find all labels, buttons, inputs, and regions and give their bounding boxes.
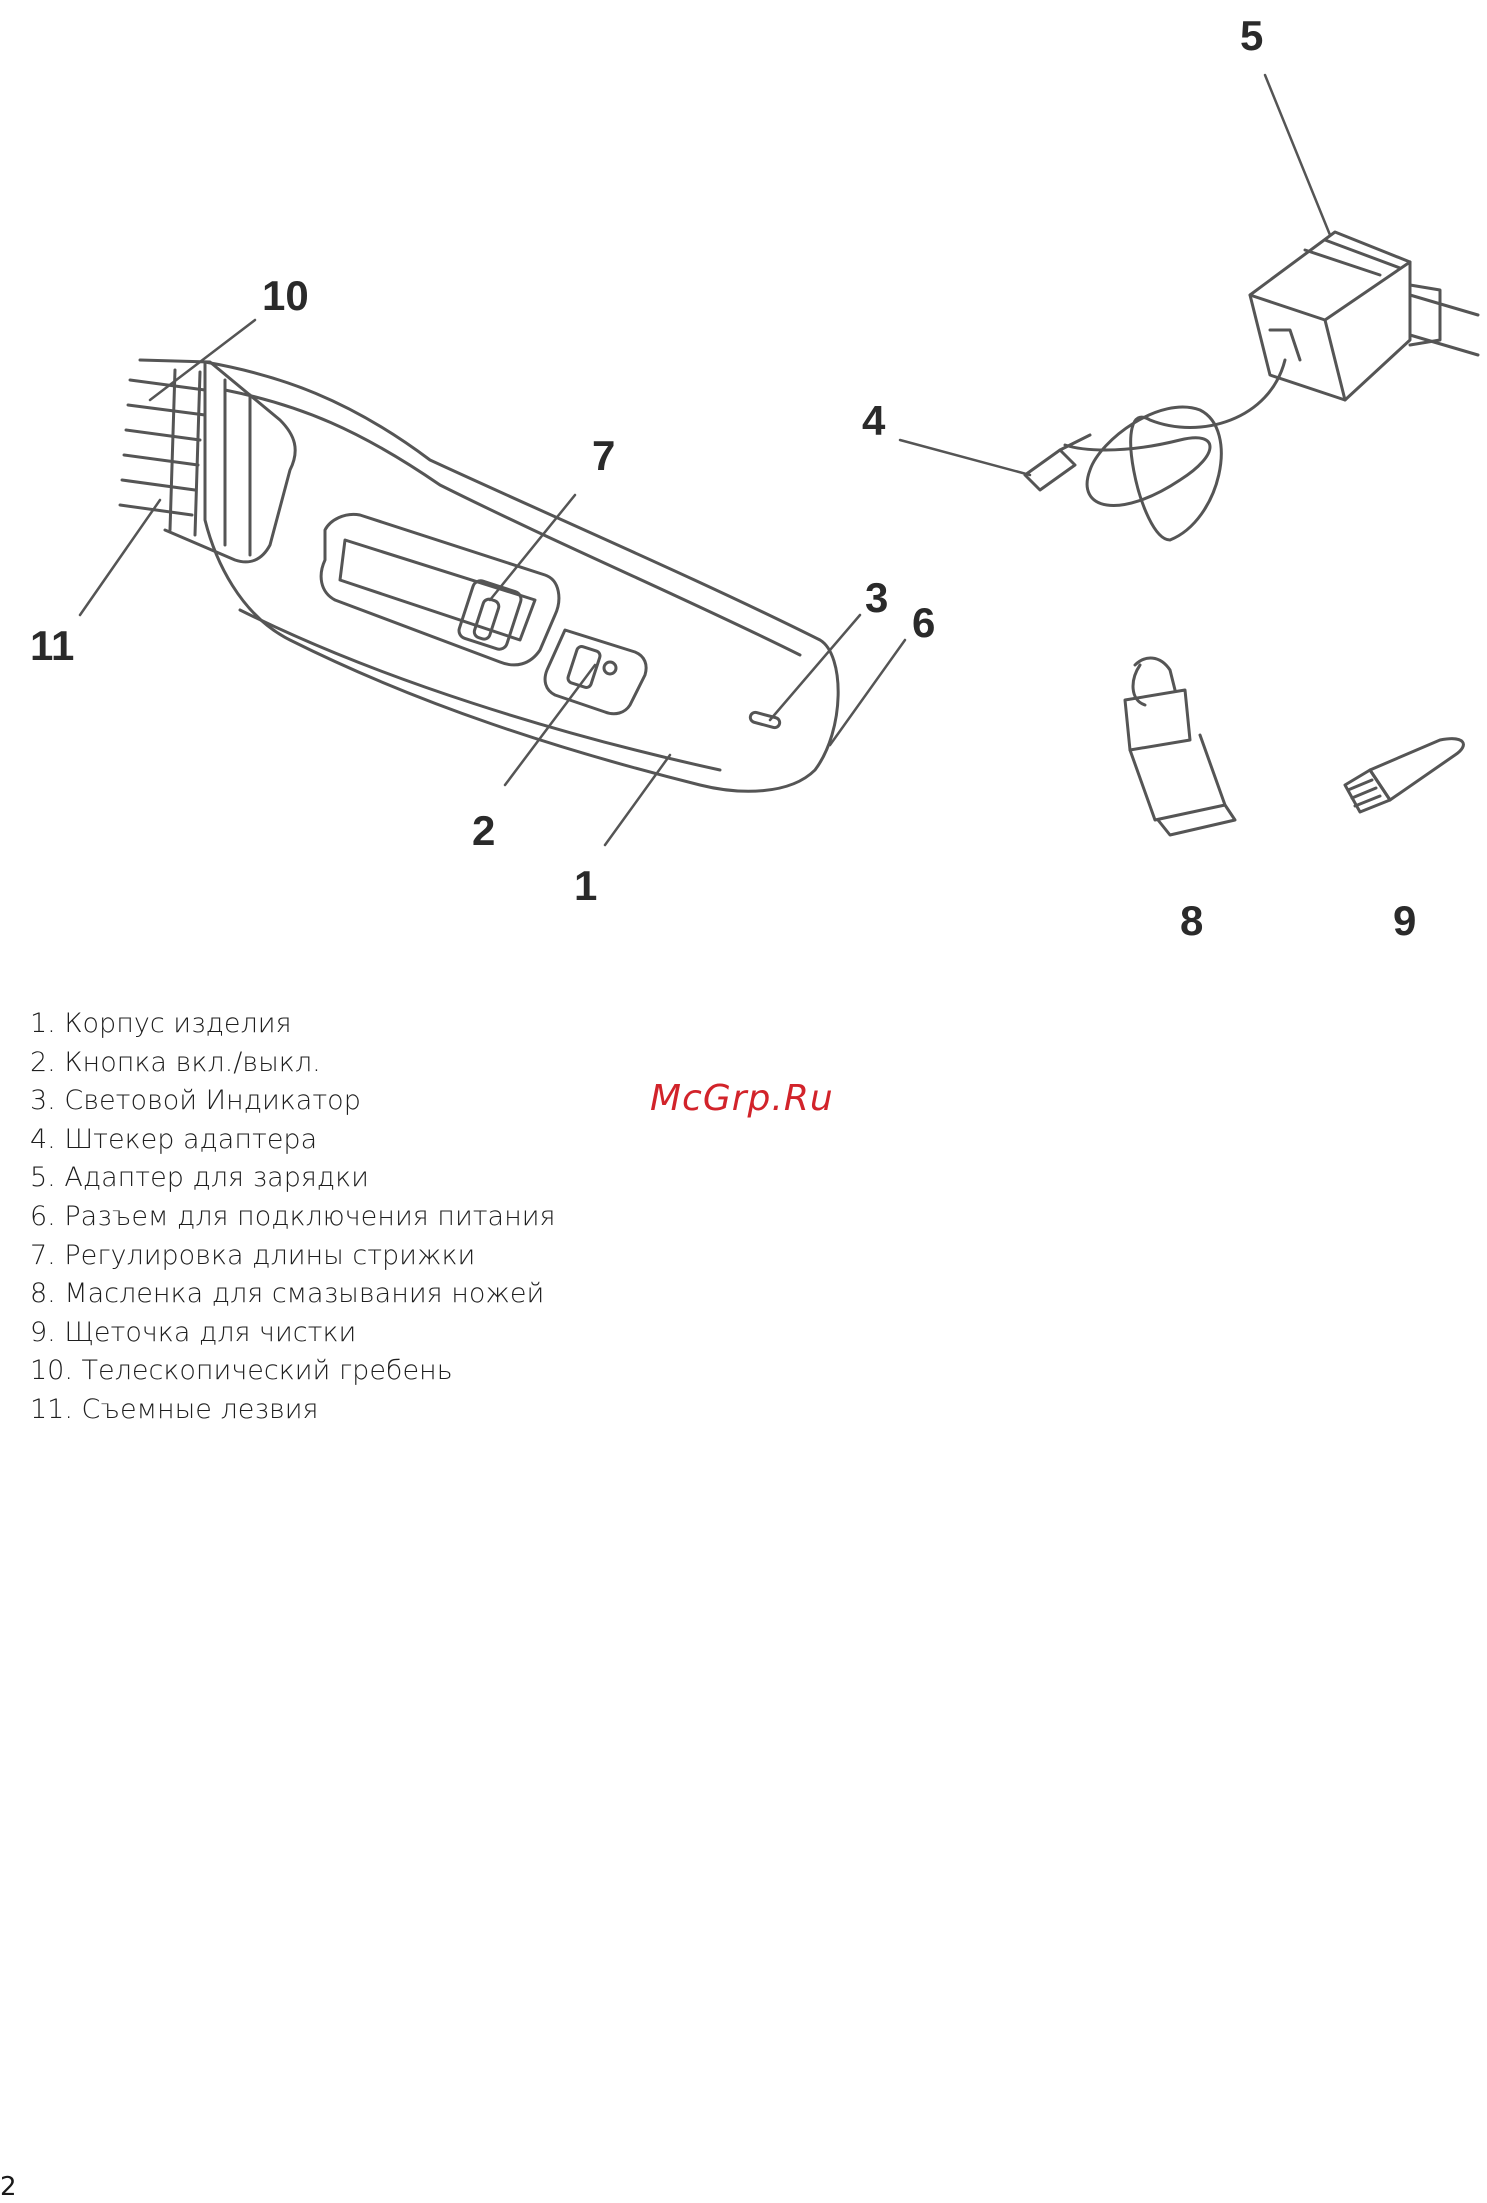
clipper-body-illustration	[203, 360, 840, 793]
list-item: 10. Телескопический гребень	[30, 1355, 453, 1387]
callout-1: 1	[574, 862, 597, 909]
callout-9: 9	[1393, 897, 1416, 944]
callout-6: 6	[912, 599, 935, 646]
list-item: 5. Адаптер для зарядки	[30, 1162, 369, 1194]
list-item: 7. Регулировка длины стрижки	[30, 1239, 476, 1271]
comb-illustration	[118, 358, 297, 564]
callout-2: 2	[472, 807, 495, 854]
adapter-illustration	[1023, 230, 1480, 542]
callout-3: 3	[865, 574, 888, 621]
list-item: 4. Штекер адаптера	[30, 1123, 318, 1155]
callout-7: 7	[592, 432, 615, 479]
list-item: 9. Щеточка для чистки	[30, 1316, 357, 1348]
callout-8: 8	[1180, 897, 1203, 944]
callout-4: 4	[862, 397, 886, 444]
brush-illustration	[1343, 737, 1465, 814]
oil-bottle-illustration	[1123, 656, 1237, 837]
watermark: McGrp.Ru	[650, 1078, 834, 1119]
callout-5: 5	[1240, 12, 1263, 59]
page-number: 2	[0, 2172, 17, 2202]
callout-leader-lines	[78, 73, 1332, 847]
list-item: 3. Световой Индикатор	[30, 1085, 361, 1117]
callout-10: 10	[262, 272, 309, 319]
parts-list: 1. Корпус изделия 2. Кнопка вкл./выкл. 3…	[30, 1005, 556, 1430]
list-item: 8. Масленка для смазывания ножей	[30, 1278, 545, 1310]
list-item: 2. Кнопка вкл./выкл.	[30, 1046, 321, 1078]
list-item: 1. Корпус изделия	[30, 1008, 292, 1039]
list-item: 6. Разъем для подключения питания	[30, 1200, 556, 1232]
list-item: 11. Съемные лезвия	[30, 1393, 319, 1425]
callout-11: 11	[30, 622, 74, 669]
product-diagram: 1 2 3 4 5 6 7 8 9 10 11	[30, 12, 1480, 944]
